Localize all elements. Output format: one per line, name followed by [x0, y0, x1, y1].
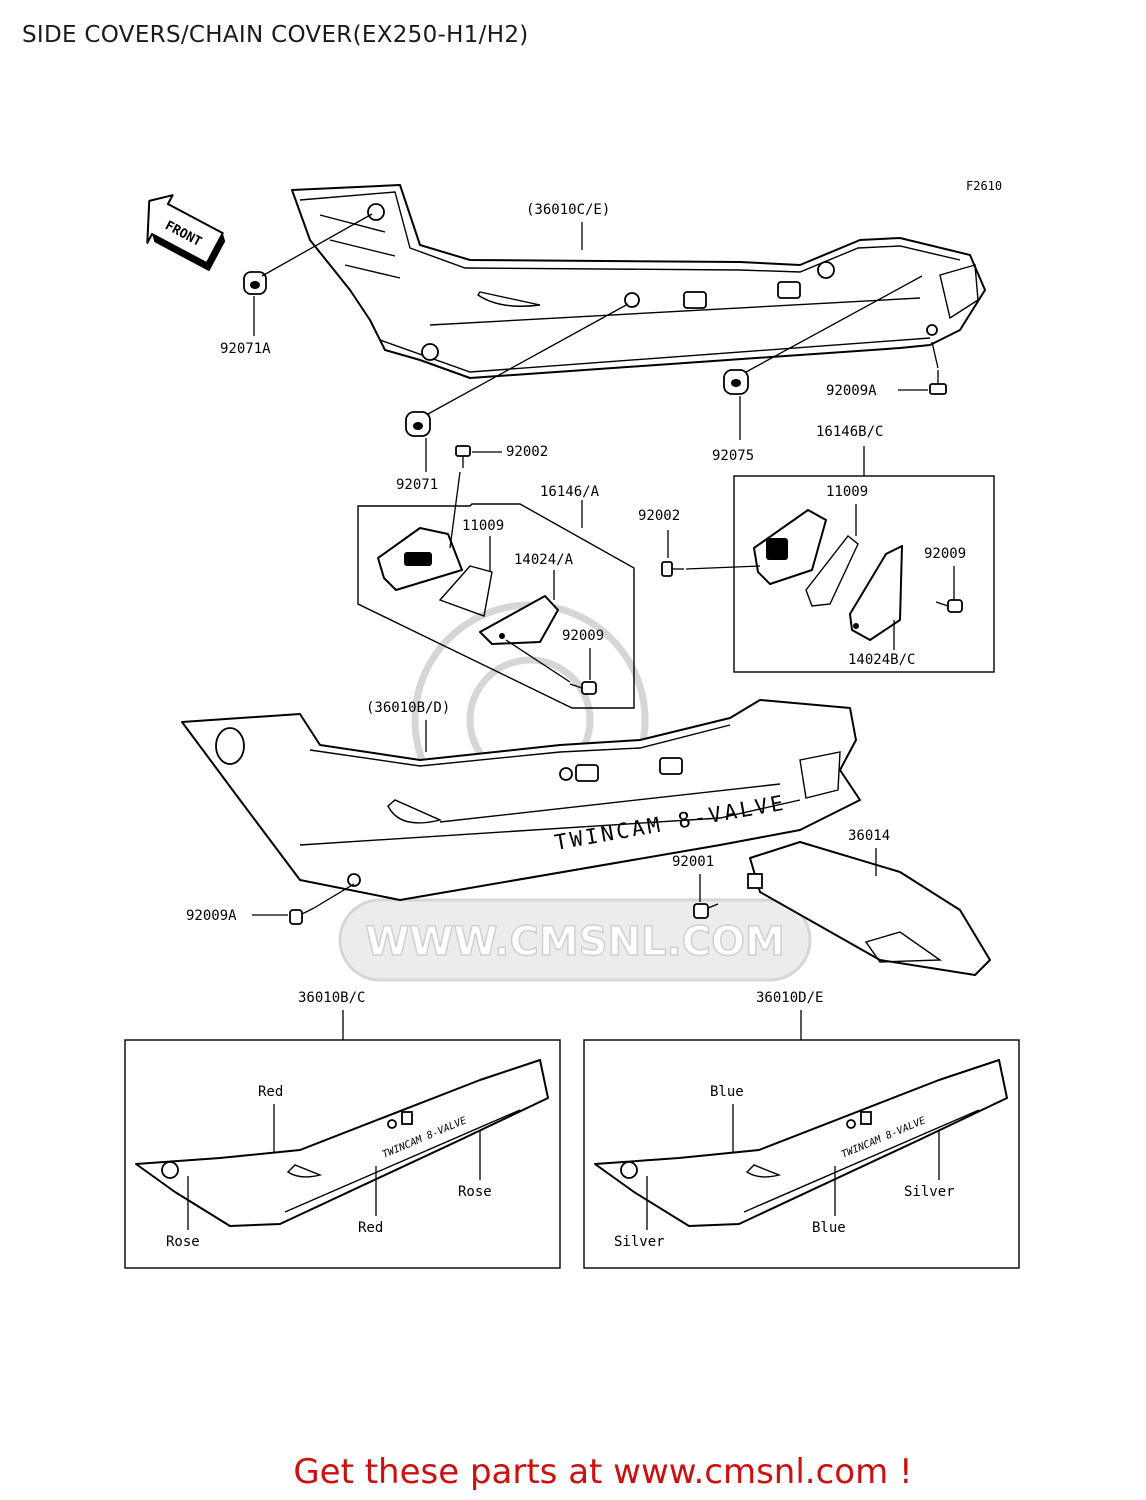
- callout-14024A: 14024/A: [514, 552, 574, 568]
- callout-11009-right: 11009: [826, 484, 868, 500]
- screw-92009A-top-icon: [929, 370, 947, 395]
- grommet-92075-icon: [723, 369, 749, 395]
- callout-36010DE: 36010D/E: [756, 990, 823, 1006]
- screw-92002-left-icon: [455, 445, 471, 468]
- left-color-top: Red: [258, 1084, 283, 1100]
- callout-92071A: 92071A: [220, 341, 271, 357]
- figure-code: F2610: [966, 179, 1002, 193]
- grommet-92071-icon: [405, 411, 431, 437]
- right-color-right: Silver: [904, 1184, 955, 1200]
- callout-92002-left: 92002: [506, 444, 548, 460]
- variant-box-right: TWINCAM 8-VALVE Blue Silver Blue Silver: [583, 1039, 1020, 1269]
- left-color-mid: Red: [358, 1220, 383, 1236]
- reflector-assembly-left: [357, 503, 635, 709]
- callout-92009-left: 92009: [562, 628, 604, 644]
- front-arrow-icon: FRONT: [146, 194, 226, 272]
- callout-92071: 92071: [396, 477, 438, 493]
- screw-92001-icon: [693, 903, 719, 919]
- chain-cover: [747, 841, 991, 976]
- variant-box-left: TWINCAM 8-VALVE Red Rose Red Rose: [124, 1039, 561, 1269]
- callout-11009-left: 11009: [462, 518, 504, 534]
- callout-92075: 92075: [712, 448, 754, 464]
- screw-92002-right-icon: [661, 561, 684, 577]
- callout-92002-right: 92002: [638, 508, 680, 524]
- callout-92009A-top: 92009A: [826, 383, 877, 399]
- upper-side-cover: [291, 184, 986, 379]
- callout-16146A: 16146/A: [540, 484, 600, 500]
- callout-92009A-bottom: 92009A: [186, 908, 237, 924]
- screw-92009A-bottom-icon: [289, 907, 315, 925]
- callout-36010BD: (36010B/D): [366, 700, 450, 716]
- callout-36010BC: 36010B/C: [298, 990, 365, 1006]
- callout-16146BC: 16146B/C: [816, 424, 883, 440]
- watermark-text: WWW.CMSNL.COM: [365, 919, 785, 965]
- callout-92009-right: 92009: [924, 546, 966, 562]
- grommet-92071A-icon: [243, 271, 267, 295]
- cta-text[interactable]: Get these parts at www.cmsnl.com !: [293, 1452, 913, 1492]
- lower-side-cover: TWINCAM 8-VALVE: [181, 699, 861, 901]
- cta-link[interactable]: Get these parts at www.cmsnl.com !: [0, 1452, 1146, 1492]
- callout-14024BC: 14024B/C: [848, 652, 915, 668]
- right-color-top: Blue: [710, 1084, 744, 1100]
- watermark: WWW.CMSNL.COM: [338, 601, 812, 982]
- right-color-left: Silver: [614, 1234, 665, 1250]
- callout-92001: 92001: [672, 854, 714, 870]
- page-title: SIDE COVERS/CHAIN COVER(EX250-H1/H2): [22, 22, 529, 48]
- left-color-right: Rose: [458, 1184, 492, 1200]
- right-color-mid: Blue: [812, 1220, 846, 1236]
- reflector-assembly-right: [733, 475, 995, 673]
- screw-92009-right-icon: [935, 599, 963, 613]
- callout-36010CE: (36010C/E): [526, 202, 610, 218]
- screw-92009-left-icon: [569, 681, 597, 695]
- callout-36014: 36014: [848, 828, 890, 844]
- left-color-left: Rose: [166, 1234, 200, 1250]
